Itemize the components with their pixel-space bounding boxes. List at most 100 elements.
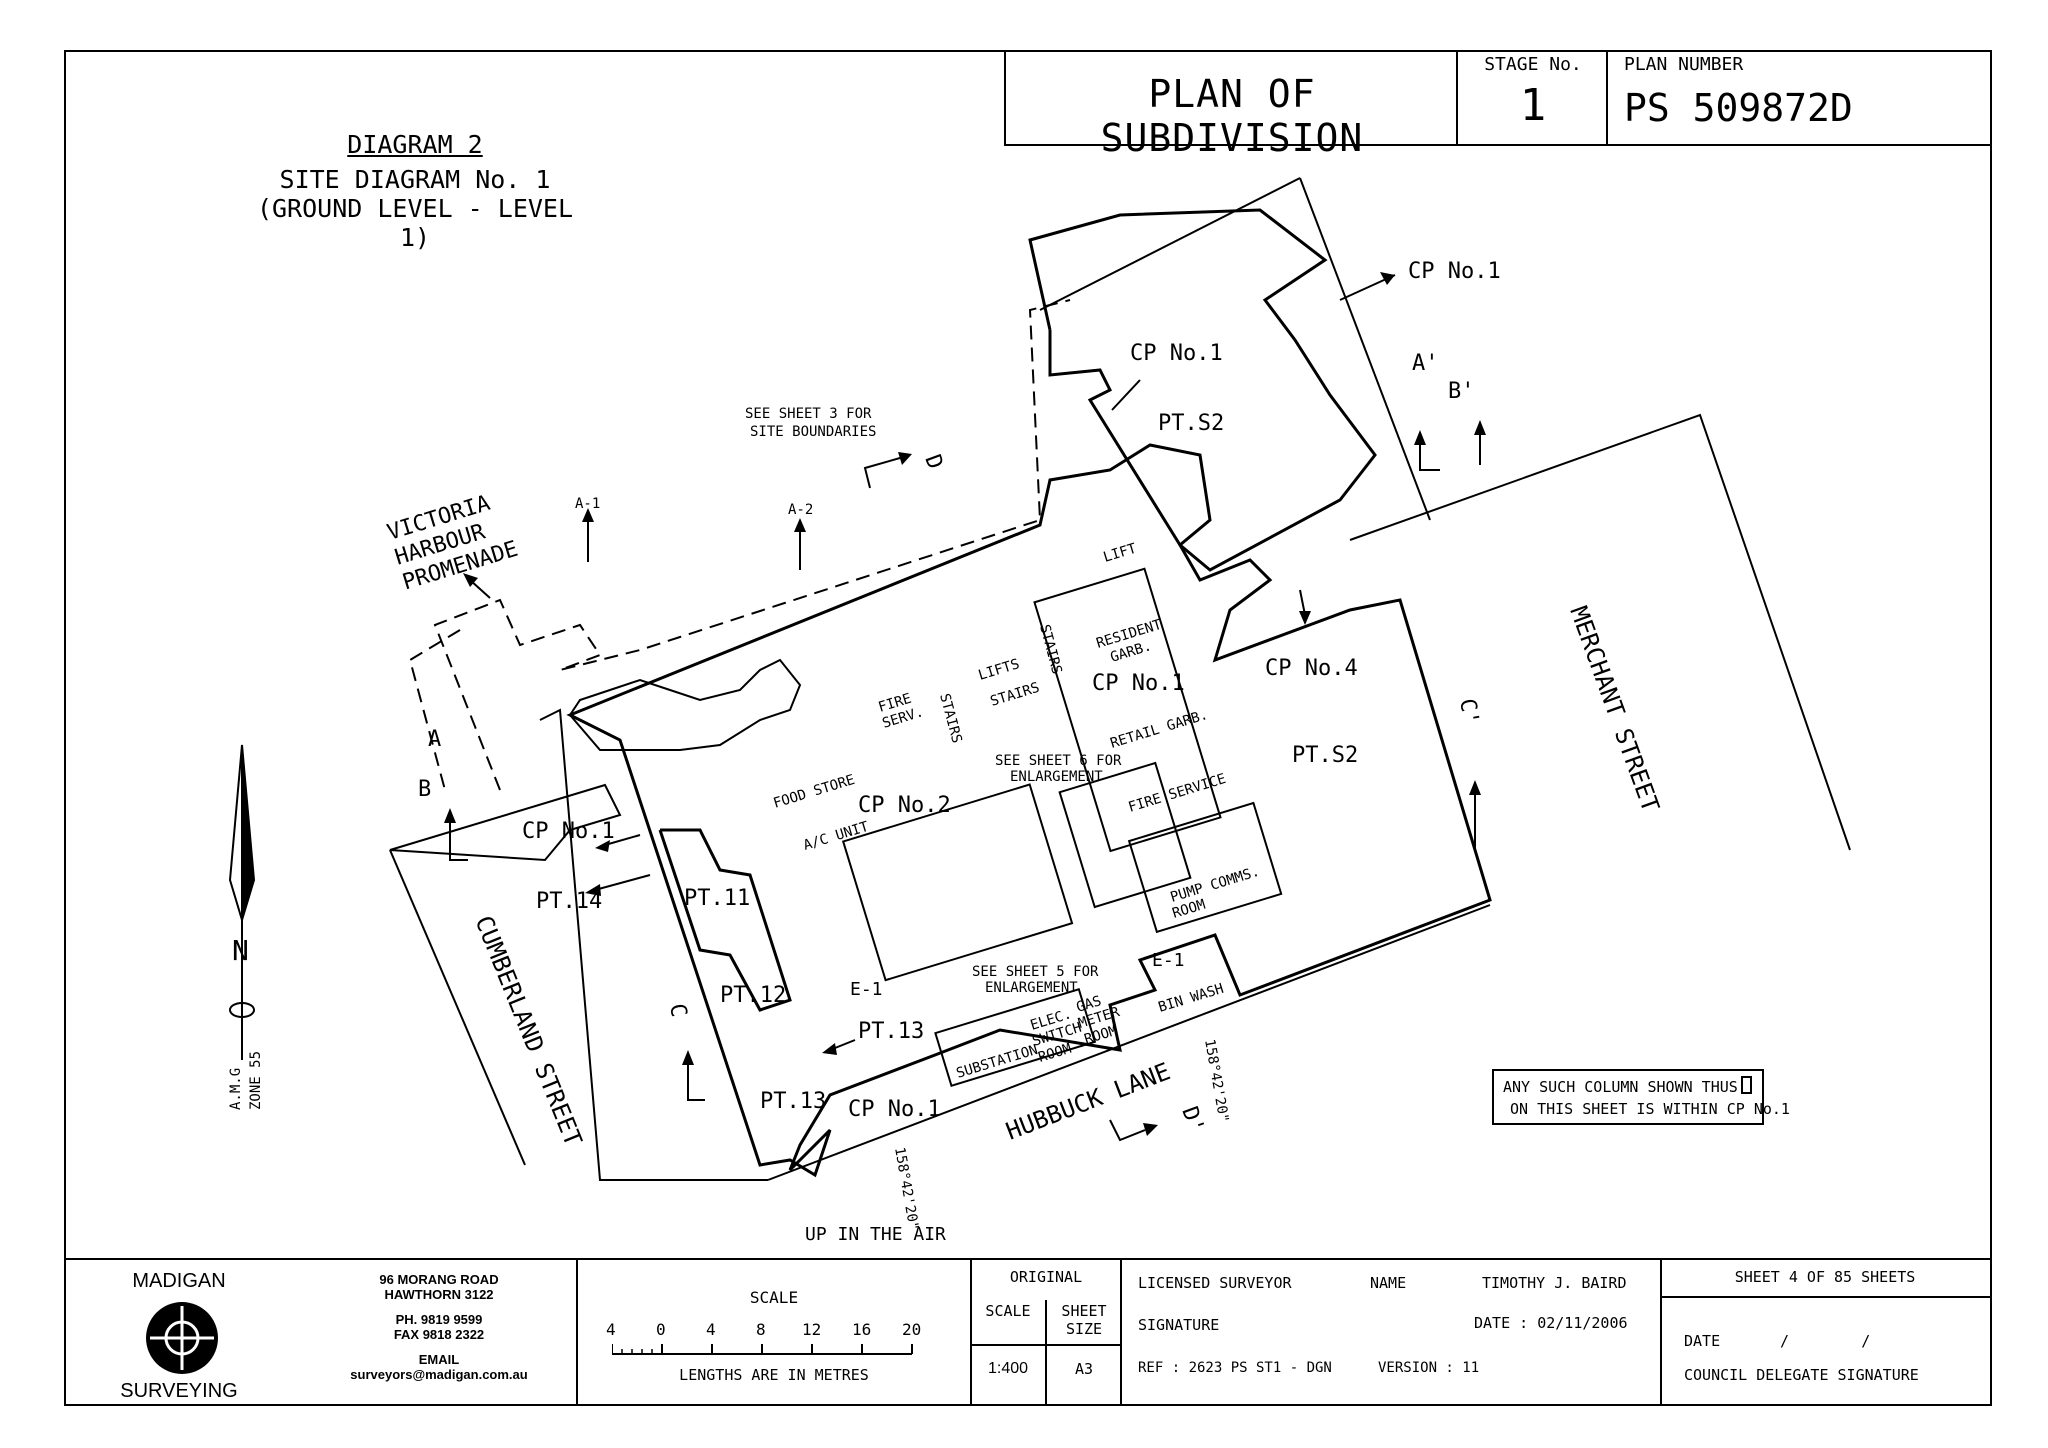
amg-label: A.M.G bbox=[228, 1068, 244, 1110]
scale-tick: 0 bbox=[656, 1320, 666, 1339]
divider bbox=[972, 1344, 1120, 1346]
pt-units-outline bbox=[658, 828, 792, 1012]
section-a1-label: A-1 bbox=[575, 496, 600, 512]
surveyor-cell: LICENSED SURVEYOR NAME TIMOTHY J. BAIRD … bbox=[1122, 1260, 1662, 1406]
arrowhead-icon bbox=[595, 840, 610, 852]
see-sheet6-line2: ENLARGEMENT bbox=[1010, 769, 1103, 785]
arrowhead-icon bbox=[582, 508, 594, 522]
see-sheet3-line1: SEE SHEET 3 FOR bbox=[745, 406, 872, 422]
north-arrow-icon bbox=[228, 744, 256, 1060]
sheet-size-value: A3 bbox=[1074, 1360, 1094, 1378]
pt14-label: PT.14 bbox=[536, 889, 602, 914]
plan-number-label: PLAN NUMBER bbox=[1624, 54, 1744, 75]
section-aprime-label: A' bbox=[1412, 351, 1439, 376]
building-outline-upper bbox=[1028, 208, 1377, 572]
pt11-label: PT.11 bbox=[684, 886, 750, 911]
cp4-arrow bbox=[1299, 589, 1306, 616]
ac-unit-label: A/C UNIT bbox=[801, 819, 871, 854]
scale-label: SCALE bbox=[749, 1288, 799, 1307]
address-line-2: HAWTHORN 3122 bbox=[384, 1287, 494, 1302]
west-wing-outline bbox=[568, 658, 802, 751]
see-sheet3-line2: SITE BOUNDARIES bbox=[750, 424, 876, 440]
stairs-label-2: STAIRS bbox=[1036, 623, 1065, 676]
scale-bar-graphic bbox=[612, 1344, 913, 1355]
original-label: ORIGINAL bbox=[1009, 1268, 1083, 1286]
note-box bbox=[1492, 1069, 1764, 1125]
arrowhead-icon bbox=[794, 518, 806, 532]
original-cell: ORIGINAL SCALE SHEET SIZE 1:400 A3 bbox=[972, 1260, 1122, 1406]
address-line-1: 96 MORANG ROAD bbox=[379, 1272, 499, 1287]
note-line-1: ANY SUCH COLUMN SHOWN THUS bbox=[1503, 1078, 1738, 1096]
north-label: N bbox=[232, 934, 249, 967]
footer-block: MADIGAN SURVEYING 96 MORANG ROAD HAWTHOR… bbox=[64, 1258, 1992, 1406]
pt13-label-a: PT.13 bbox=[858, 1019, 924, 1044]
arrowhead-icon bbox=[1469, 780, 1481, 795]
date2-slashes: / / bbox=[1780, 1332, 1871, 1350]
name-value: TIMOTHY J. BAIRD bbox=[1482, 1274, 1627, 1292]
pt12-label: PT.12 bbox=[720, 983, 786, 1008]
note-line-2: ON THIS SHEET IS WITHIN CP No.1 bbox=[1510, 1100, 1790, 1118]
email[interactable]: surveyors@madigan.com.au bbox=[350, 1367, 528, 1382]
garb-fire-rooms bbox=[1033, 567, 1222, 853]
section-d-marker bbox=[863, 457, 901, 489]
divider bbox=[1662, 1296, 1990, 1298]
arrowhead-icon bbox=[1380, 272, 1395, 285]
cp1-left-arrow bbox=[604, 834, 641, 846]
fax: FAX 9818 2322 bbox=[393, 1327, 485, 1342]
retail-garb-label: RETAIL GARB. bbox=[1108, 707, 1209, 752]
version-label: VERSION : 11 bbox=[1378, 1360, 1480, 1376]
see-sheet6-line1: SEE SHEET 6 FOR bbox=[995, 753, 1122, 769]
diagram-title: DIAGRAM 2 bbox=[347, 130, 483, 159]
council-label: COUNCIL DELEGATE SIGNATURE bbox=[1684, 1366, 1919, 1384]
title-cell: PLAN OF SUBDIVISION bbox=[1004, 50, 1456, 160]
plan-number: PS 509872D bbox=[1624, 86, 1853, 130]
company-logo-icon bbox=[146, 1302, 218, 1374]
enlargement-room-1 bbox=[841, 783, 1074, 982]
scale-tick: 8 bbox=[756, 1320, 766, 1339]
drawing-frame bbox=[64, 50, 1992, 1406]
lifts-label: LIFTS bbox=[976, 656, 1021, 684]
scale-tick: 4 bbox=[606, 1320, 616, 1339]
substation-room bbox=[934, 988, 1097, 1087]
merchant-boundary bbox=[1349, 413, 1851, 851]
e1-left-label: E-1 bbox=[850, 979, 883, 1000]
date-label: DATE : 02/11/2006 bbox=[1474, 1314, 1628, 1332]
plan-number-cell: PLAN NUMBER PS 509872D bbox=[1606, 50, 1992, 146]
north-boundary bbox=[1039, 177, 1301, 311]
title-block: PLAN OF SUBDIVISION STAGE No. 1 PLAN NUM… bbox=[1004, 50, 1992, 160]
stage-value: 1 bbox=[1519, 80, 1547, 131]
cumberland-street-label: CUMBERLAND STREET bbox=[469, 912, 587, 1150]
company-cell: MADIGAN SURVEYING 96 MORANG ROAD HAWTHOR… bbox=[64, 1260, 576, 1406]
cp1-top-label: CP No.1 bbox=[1408, 259, 1501, 284]
diagram-subtitle-2: (GROUND LEVEL - LEVEL 1) bbox=[256, 194, 574, 252]
arrowhead-icon bbox=[585, 884, 601, 896]
cumberland-lot-line bbox=[389, 783, 622, 862]
company-name-bottom: SURVEYING bbox=[120, 1380, 238, 1402]
name-label: NAME bbox=[1370, 1274, 1407, 1292]
licensed-surveyor-label: LICENSED SURVEYOR bbox=[1138, 1274, 1292, 1292]
arrowhead-icon bbox=[1299, 611, 1311, 625]
scale-tick: 4 bbox=[706, 1320, 716, 1339]
building-outline-lower bbox=[566, 443, 1492, 1178]
scale-tick: 16 bbox=[852, 1320, 872, 1339]
up-in-the-air-label: UP IN THE AIR bbox=[805, 1224, 946, 1245]
sheet-label: SHEET 4 OF 85 SHEETS bbox=[1734, 1268, 1916, 1286]
stage-label: STAGE No. bbox=[1484, 54, 1582, 75]
email-label: EMAIL bbox=[418, 1352, 460, 1367]
company-contact: 96 MORANG ROAD HAWTHORN 3122 PH. 9819 95… bbox=[324, 1272, 554, 1382]
section-aprime-marker bbox=[1419, 440, 1440, 471]
see-sheet5-line1: SEE SHEET 5 FOR bbox=[972, 964, 1099, 980]
sheet-cell: SHEET 4 OF 85 SHEETS DATE / / COUNCIL DE… bbox=[1662, 1260, 1990, 1406]
scale-units: LENGTHS ARE IN METRES bbox=[679, 1366, 869, 1384]
arrowhead-icon bbox=[444, 808, 456, 823]
sheet-size-label-2: SIZE bbox=[1065, 1320, 1103, 1338]
pt14-arrow bbox=[594, 874, 651, 891]
enlargement-room-2 bbox=[1058, 761, 1192, 909]
stage-cell: STAGE No. 1 bbox=[1456, 50, 1606, 146]
cp1-bottom-label: CP No.1 bbox=[848, 1097, 941, 1122]
section-b-label: B bbox=[418, 777, 431, 802]
comms-label: COMMS. bbox=[1208, 864, 1261, 894]
pts2-right-label: PT.S2 bbox=[1292, 743, 1358, 768]
hubbuck-boundary bbox=[767, 904, 1491, 1181]
